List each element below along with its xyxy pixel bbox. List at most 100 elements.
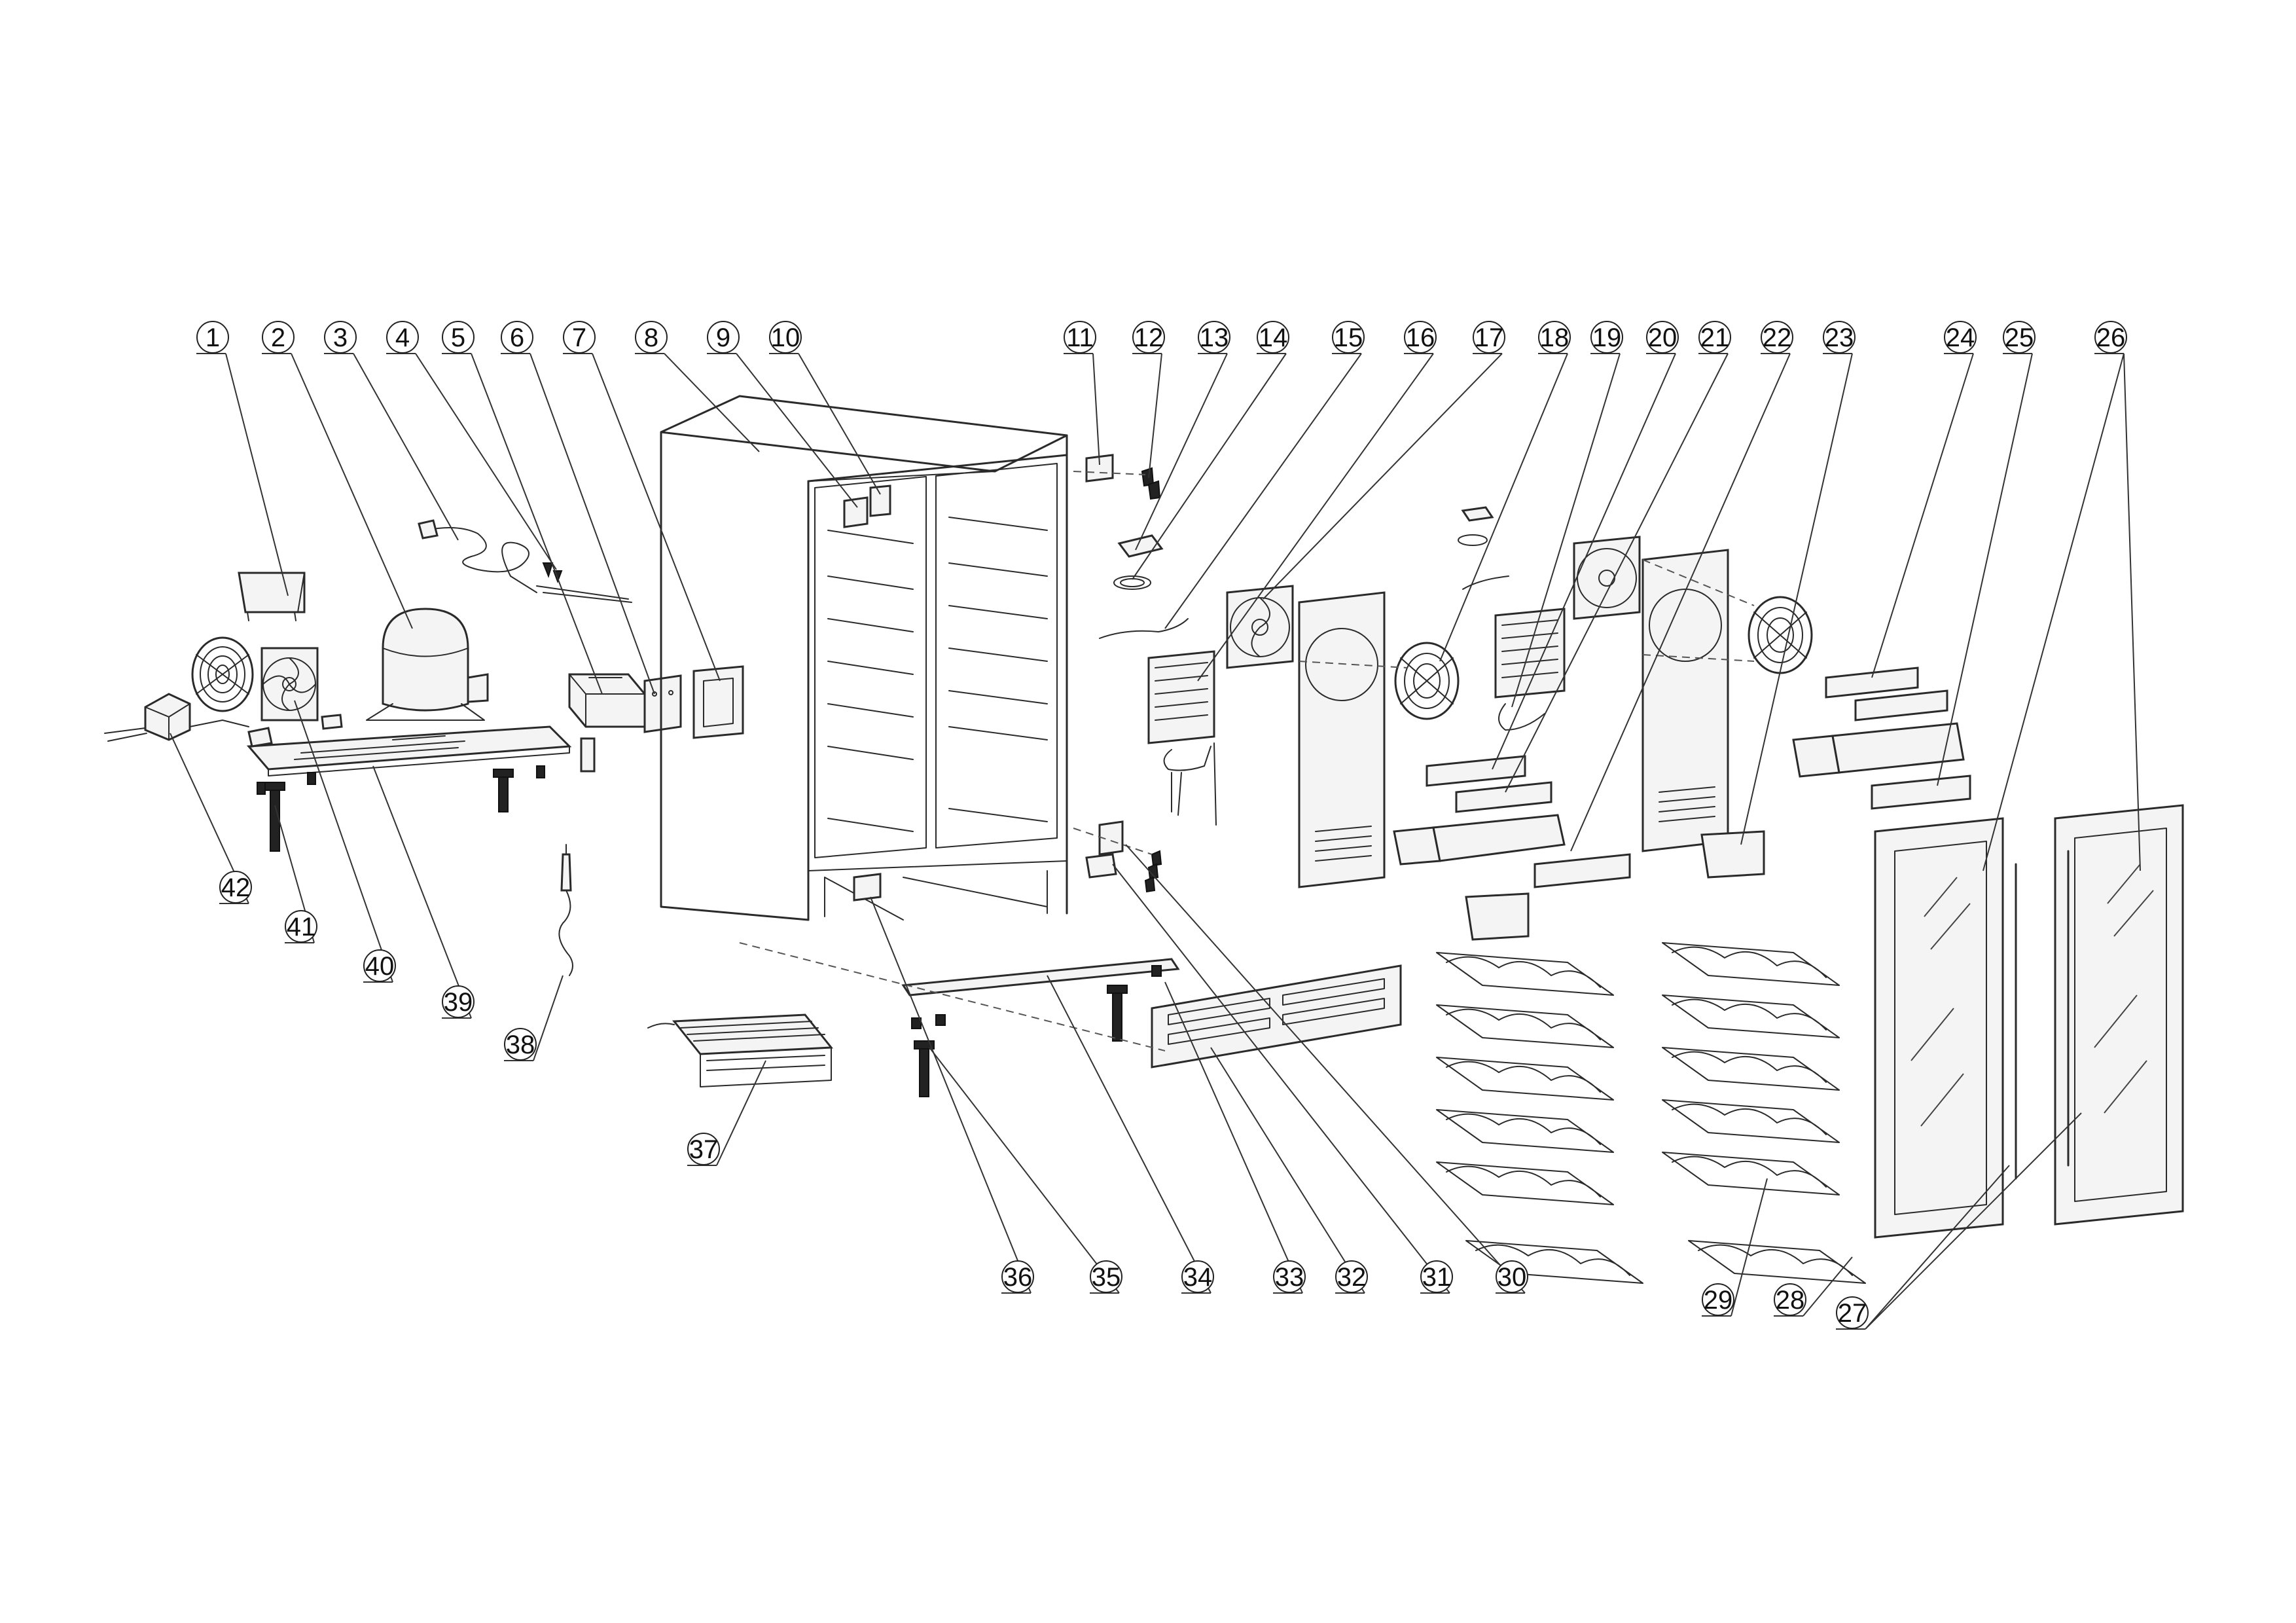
callout-number: 40 xyxy=(365,952,395,981)
part-evaporator-left xyxy=(1147,650,1217,826)
callout-27: 27 xyxy=(1836,1296,1869,1329)
callout-circle xyxy=(707,321,740,354)
callout-12: 12 xyxy=(1132,321,1165,354)
callout-circle xyxy=(442,985,475,1018)
callout-circle xyxy=(1538,321,1571,354)
callout-number: 30 xyxy=(1498,1263,1527,1292)
callout-circle xyxy=(1181,1260,1214,1293)
part-2-compressor xyxy=(366,608,489,721)
callout-number: 21 xyxy=(1700,323,1730,352)
callout-number: 23 xyxy=(1825,323,1854,352)
part-17-air-duct-panel xyxy=(1298,591,1386,888)
callout-circle xyxy=(769,321,802,354)
callout-10: 10 xyxy=(769,321,802,354)
callout-number: 36 xyxy=(1003,1263,1033,1292)
callout-11: 11 xyxy=(1064,321,1096,354)
callout-22: 22 xyxy=(1761,321,1793,354)
callout-circle xyxy=(1001,1260,1034,1293)
part-26-glass-doors xyxy=(1874,804,2184,1239)
part-15-sensor-cable xyxy=(1099,618,1189,639)
part-42-transformer xyxy=(104,693,249,742)
callout-circle xyxy=(1064,321,1096,354)
part-16-evaporator-fan xyxy=(1226,585,1294,669)
callout-leaders xyxy=(170,353,2141,1330)
part-24-25-display-assembly xyxy=(1792,666,1971,810)
callout-number: 32 xyxy=(1337,1263,1367,1292)
part-29-wine-racks-left xyxy=(1436,952,1643,1284)
callout-circle xyxy=(504,1028,537,1061)
callout-13: 13 xyxy=(1198,321,1230,354)
callout-number: 31 xyxy=(1422,1263,1452,1292)
callout-circle xyxy=(219,871,252,903)
part-6-mounting-plate xyxy=(643,674,682,733)
part-5-control-box xyxy=(568,673,646,773)
callout-31: 31 xyxy=(1420,1260,1453,1293)
callout-circle xyxy=(1646,321,1679,354)
part-28-wine-racks-right xyxy=(1662,942,1866,1284)
callout-number: 14 xyxy=(1259,323,1288,352)
callout-circle xyxy=(285,910,317,943)
part-38-thermostat-probe xyxy=(558,844,573,976)
part-1-drip-tray xyxy=(238,572,306,621)
part-19-evaporator-right xyxy=(1494,608,1566,731)
callout-7: 7 xyxy=(563,321,596,354)
callout-number: 9 xyxy=(716,323,730,352)
part-21-evaporator-fan-right xyxy=(1573,536,1641,620)
callout-circle xyxy=(1332,321,1365,354)
callout-28: 28 xyxy=(1774,1283,1806,1316)
callout-3: 3 xyxy=(324,321,357,354)
callout-circle xyxy=(1257,321,1289,354)
callout-number: 24 xyxy=(1946,323,1975,352)
callout-39: 39 xyxy=(442,985,475,1018)
callout-circle xyxy=(1590,321,1623,354)
part-drip-box-right xyxy=(1700,830,1765,879)
part-23-air-duct-panel-right xyxy=(1641,549,1729,852)
callout-30: 30 xyxy=(1496,1260,1528,1293)
callout-circle xyxy=(1090,1260,1122,1293)
callout-21: 21 xyxy=(1698,321,1731,354)
callout-25: 25 xyxy=(2003,321,2036,354)
callout-circle xyxy=(2003,321,2036,354)
callout-circle xyxy=(1774,1283,1806,1316)
assembly-dashed-lines xyxy=(739,471,1755,1051)
part-relay-block xyxy=(247,714,343,748)
callout-18: 18 xyxy=(1538,321,1571,354)
callout-circle xyxy=(1132,321,1165,354)
callout-33: 33 xyxy=(1273,1260,1306,1293)
callout-circle xyxy=(1823,321,1856,354)
part-37-evaporator-coil xyxy=(647,1013,834,1087)
callout-16: 16 xyxy=(1404,321,1437,354)
callout-circle xyxy=(386,321,419,354)
part-3-power-cord xyxy=(418,519,537,593)
callout-circle xyxy=(1420,1260,1453,1293)
callout-23: 23 xyxy=(1823,321,1856,354)
callout-number: 6 xyxy=(510,323,524,352)
callout-15: 15 xyxy=(1332,321,1365,354)
parts-artwork xyxy=(104,395,2184,1284)
callout-number: 10 xyxy=(771,323,800,352)
callout-number: 7 xyxy=(572,323,586,352)
callout-17: 17 xyxy=(1473,321,1505,354)
callout-number: 12 xyxy=(1134,323,1164,352)
part-7-control-board-plate xyxy=(692,665,744,739)
callout-8: 8 xyxy=(635,321,668,354)
callout-2: 2 xyxy=(262,321,295,354)
callout-29: 29 xyxy=(1702,1283,1734,1316)
callout-number: 38 xyxy=(506,1030,535,1059)
part-20-control-bracket xyxy=(1393,755,1566,866)
callout-number: 4 xyxy=(395,323,410,352)
callout-number: 42 xyxy=(221,873,251,902)
callout-number: 11 xyxy=(1066,323,1094,352)
callout-number: 15 xyxy=(1334,323,1363,352)
part-sensor-bracket-top xyxy=(1458,506,1509,590)
callout-40: 40 xyxy=(363,949,396,982)
callout-circle xyxy=(196,321,229,354)
callout-number: 1 xyxy=(206,323,220,352)
callout-number: 16 xyxy=(1406,323,1435,352)
callout-number: 29 xyxy=(1704,1286,1733,1315)
callout-5: 5 xyxy=(442,321,475,354)
callout-circle xyxy=(1404,321,1437,354)
callout-number: 13 xyxy=(1200,323,1229,352)
part-30-drip-box xyxy=(1465,892,1530,941)
